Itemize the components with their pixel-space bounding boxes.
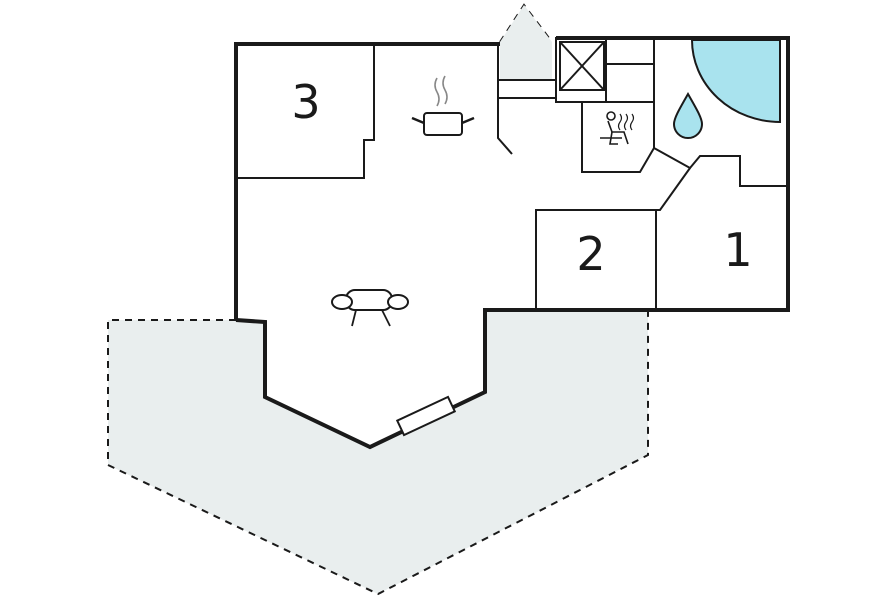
shower-area: [690, 39, 781, 124]
entrance-porch-area: [500, 5, 552, 80]
water-drop-icon: [672, 91, 704, 139]
cooking-pot-icon: [411, 75, 475, 136]
sauna-walls: [581, 102, 655, 173]
fireplace-icon: [395, 395, 457, 437]
bathroom-walls: [653, 147, 788, 187]
room-number-2: 2: [576, 227, 605, 281]
bedroom-2-walls: [535, 167, 691, 310]
bedroom-3-walls: [236, 44, 375, 179]
room-number-3: 3: [291, 75, 320, 129]
outer-wall: [234, 36, 790, 450]
utility-closet: [605, 38, 655, 103]
sauna-icon: [600, 111, 635, 145]
room-number-1: 1: [723, 223, 752, 277]
terrace-outline: [107, 308, 649, 596]
storage-box: [555, 37, 607, 103]
entrance-door: [497, 98, 513, 155]
sofa-icon: [331, 289, 409, 327]
terrace-area: [108, 308, 648, 594]
